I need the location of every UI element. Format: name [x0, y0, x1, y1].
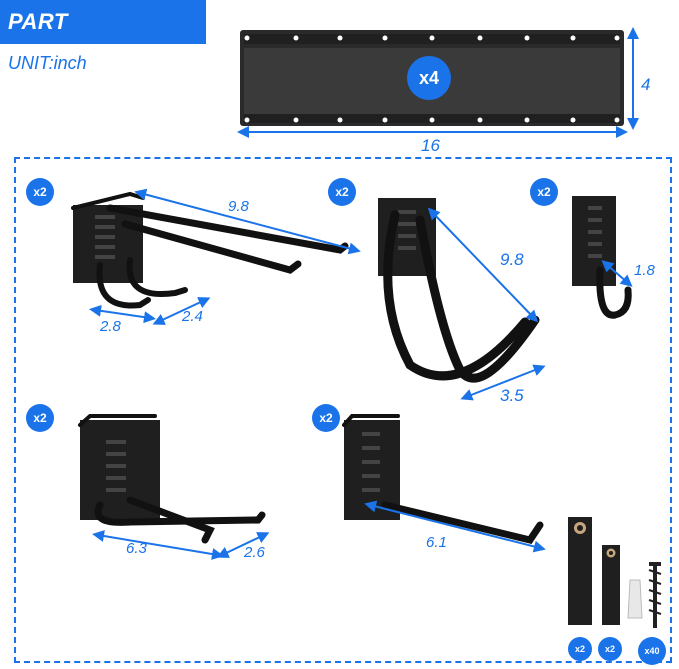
item4-qty-badge: x2 [26, 404, 54, 432]
dim-arrow-2a [427, 207, 539, 323]
item1-length-label: 9.8 [228, 198, 249, 215]
dim-arrow-3a [601, 260, 633, 287]
item5-length-label: 6.1 [426, 534, 447, 551]
page-title: PART DIMENSIONS [0, 0, 206, 78]
dim-arrow-1a [134, 188, 361, 255]
item2-length-label: 9.8 [500, 250, 524, 269]
hardware-strap-small-qty: x2 [598, 637, 622, 661]
dim-arrow-1b [89, 304, 156, 324]
item2-qty-badge: x2 [328, 178, 356, 206]
rail-length-label: 16 [421, 136, 440, 155]
items-frame [14, 157, 672, 663]
rail-height-label: 4 [641, 75, 651, 94]
dim-arrow-1c [152, 297, 211, 325]
item4-width-label: 2.6 [244, 544, 265, 561]
item1-qty-badge: x2 [26, 178, 54, 206]
item1-depth-label: 2.4 [182, 308, 203, 325]
item4-length-label: 6.3 [126, 540, 147, 557]
dim-arrow-5a [364, 500, 546, 553]
hardware-kit [568, 517, 662, 628]
dim-arrow-2b [460, 364, 546, 401]
dim-arrow-4a [92, 530, 224, 560]
hardware-strap-large-qty: x2 [568, 637, 592, 661]
hardware-screws-qty: x40 [638, 637, 666, 665]
rail-qty-badge: x4 [407, 56, 451, 100]
item1-spacing-label: 2.8 [100, 318, 121, 335]
item3-length-label: 1.8 [634, 262, 655, 279]
dim-arrow-4b [216, 532, 270, 558]
item2-width-label: 3.5 [500, 386, 524, 405]
item3-qty-badge: x2 [530, 178, 558, 206]
item5-qty-badge: x2 [312, 404, 340, 432]
unit-label: UNIT:inch [8, 53, 87, 73]
